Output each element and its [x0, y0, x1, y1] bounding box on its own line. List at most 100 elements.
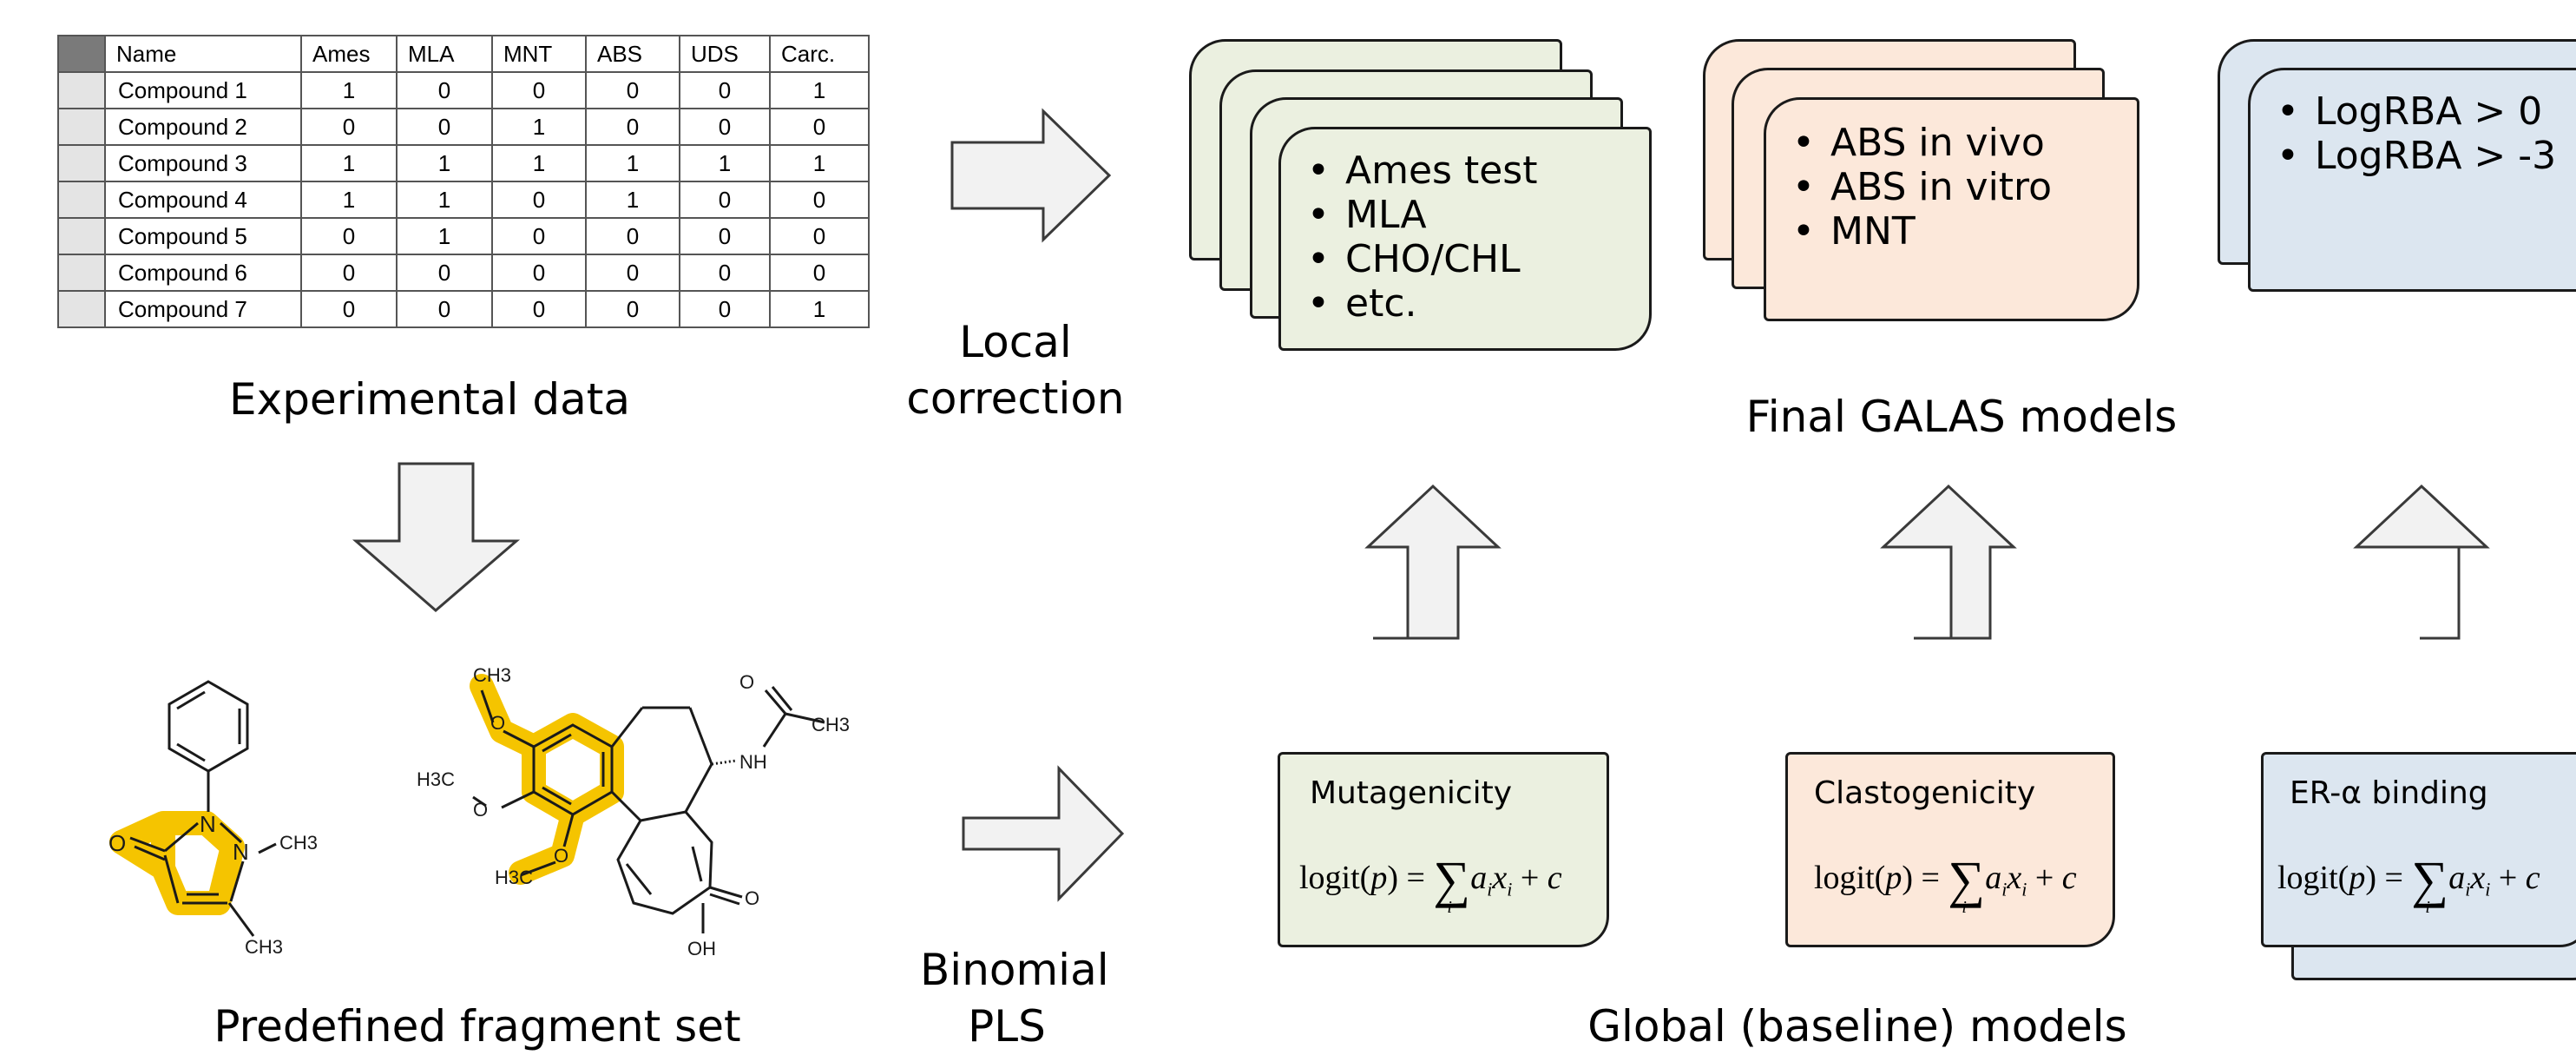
- table-cell: 0: [300, 290, 398, 328]
- table-cell: 0: [769, 108, 870, 146]
- table-cell: 0: [769, 217, 870, 255]
- list-item: LogRBA > -3: [2277, 134, 2556, 178]
- binomial-caption-line: Binomial: [920, 945, 1109, 995]
- table-cell: 0: [585, 217, 680, 255]
- table-cell: 1: [491, 144, 587, 182]
- local-caption-line: Local: [959, 317, 1072, 367]
- column-header: UDS: [679, 35, 771, 73]
- up-arrow-icon: [1880, 484, 2017, 640]
- mutagenicity-endpoint-list: Ames test MLA CHO/CHL etc.: [1307, 148, 1537, 326]
- pyrazolone-molecule: [109, 680, 277, 937]
- table-cell: 1: [585, 144, 680, 182]
- model-title: ER-α binding: [2290, 775, 2488, 811]
- table-cell: 1: [679, 144, 771, 182]
- table-cell: 0: [769, 254, 870, 292]
- table-cell: 0: [396, 290, 493, 328]
- atom-label: O: [739, 671, 754, 693]
- atom-label: CH3: [473, 664, 511, 686]
- table-cell: 0: [491, 254, 587, 292]
- table-cell: Compound 6: [104, 254, 302, 292]
- table-cell: 0: [585, 71, 680, 109]
- table-cell: 1: [585, 181, 680, 219]
- table-cell: 0: [396, 71, 493, 109]
- global-models-caption: Global (baseline) models: [1587, 1001, 2127, 1052]
- table-cell: 0: [679, 108, 771, 146]
- local-correction-caption: Local correction: [894, 314, 1137, 427]
- table-cell: 1: [300, 181, 398, 219]
- table-cell: 1: [396, 181, 493, 219]
- table-cell: Compound 2: [104, 108, 302, 146]
- column-header: Name: [104, 35, 302, 73]
- column-header: MNT: [491, 35, 587, 73]
- table-cell: Compound 4: [104, 181, 302, 219]
- table-cell: 0: [491, 181, 587, 219]
- table-cell: 1: [769, 290, 870, 328]
- experimental-data-caption: Experimental data: [229, 374, 630, 425]
- table-cell: 1: [396, 144, 493, 182]
- local-caption-line: correction: [906, 373, 1125, 424]
- row-header: [57, 290, 106, 328]
- table-cell: Compound 3: [104, 144, 302, 182]
- list-item: LogRBA > 0: [2277, 89, 2556, 134]
- table-cell: 0: [491, 290, 587, 328]
- atom-label: O: [473, 799, 488, 821]
- atom-label: CH3: [812, 714, 850, 735]
- atom-label: H3C: [417, 768, 455, 790]
- table-header-row: Name Ames MLA MNT ABS UDS Carc.: [57, 35, 870, 73]
- table-cell: 0: [396, 254, 493, 292]
- table-cell: Compound 7: [104, 290, 302, 328]
- table-cell: 1: [300, 144, 398, 182]
- atom-label: H3C: [495, 867, 533, 888]
- atom-label: N: [233, 839, 249, 865]
- row-header: [57, 217, 106, 255]
- corner-cell: [57, 35, 106, 73]
- list-item: Ames test: [1307, 148, 1537, 193]
- table-cell: 0: [300, 108, 398, 146]
- column-header: ABS: [585, 35, 680, 73]
- down-arrow-icon: [352, 462, 521, 612]
- table-cell: 1: [491, 108, 587, 146]
- table-cell: 0: [679, 217, 771, 255]
- column-header: Carc.: [769, 35, 870, 73]
- table-cell: 0: [491, 71, 587, 109]
- list-item: etc.: [1307, 281, 1537, 326]
- row-header: [57, 108, 106, 146]
- list-item: ABS in vivo: [1792, 121, 2052, 165]
- column-header: MLA: [396, 35, 493, 73]
- atom-label: O: [745, 887, 759, 909]
- final-models-caption: Final GALAS models: [1745, 392, 2178, 442]
- clastogenicity-final-card: ABS in vivo ABS in vitro MNT: [1764, 97, 2139, 321]
- colchicine-molecule: [470, 674, 825, 933]
- table-cell: 1: [300, 71, 398, 109]
- up-arrow-icon: [1364, 484, 1502, 640]
- right-arrow-icon: [950, 108, 1112, 243]
- table-cell: 0: [585, 108, 680, 146]
- table-cell: 0: [300, 217, 398, 255]
- list-item: CHO/CHL: [1307, 237, 1537, 281]
- model-title: Mutagenicity: [1310, 775, 1513, 811]
- row-header: [57, 144, 106, 182]
- atom-label: O: [554, 845, 568, 867]
- binomial-pls-caption: Binomial PLS: [920, 942, 1109, 1055]
- binomial-caption-line: PLS: [968, 1001, 1046, 1052]
- atom-label: NH: [739, 751, 767, 773]
- table-cell: Compound 5: [104, 217, 302, 255]
- atom-label: CH3: [279, 832, 318, 854]
- table-cell: 0: [396, 108, 493, 146]
- atom-label: N: [200, 811, 216, 837]
- row-header: [57, 254, 106, 292]
- table-cell: 0: [679, 181, 771, 219]
- clastogenicity-endpoint-list: ABS in vivo ABS in vitro MNT: [1792, 121, 2052, 254]
